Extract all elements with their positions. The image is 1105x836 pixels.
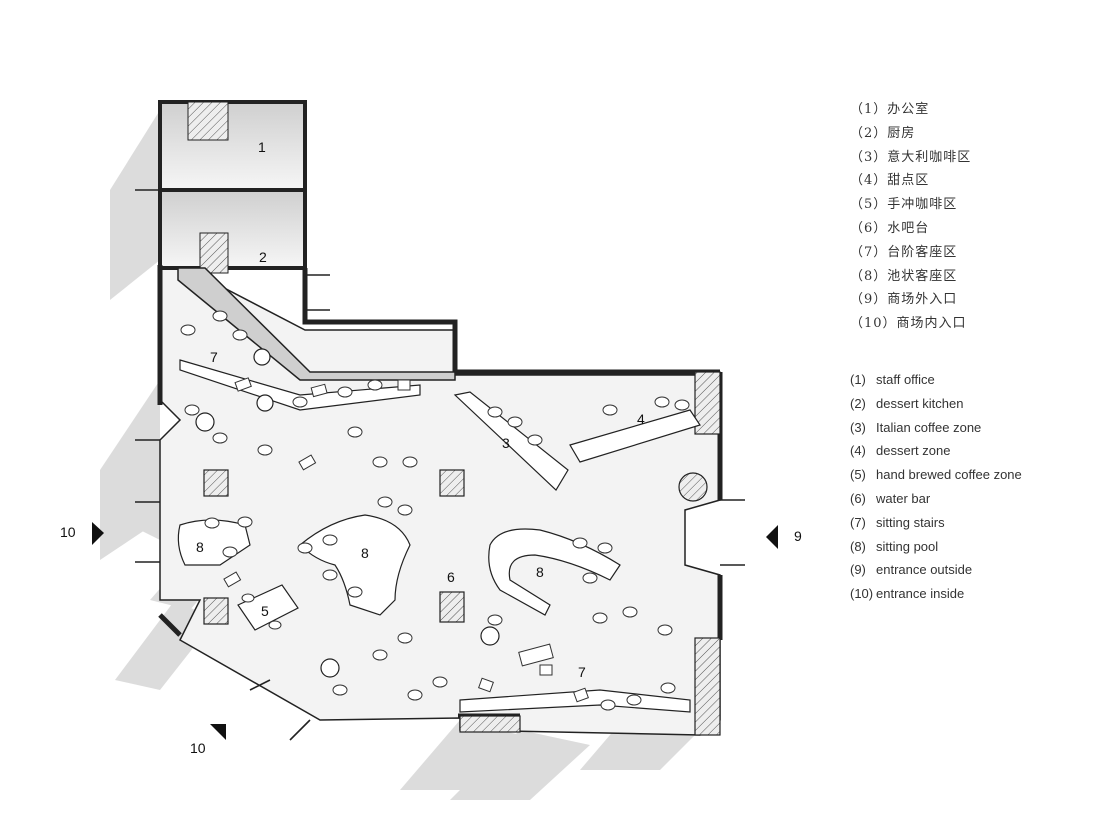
zone-label-pool-right: 8 <box>536 564 544 580</box>
legend-cn-item: （3）意大利咖啡区 <box>850 149 972 165</box>
legend-en-item: (3)Italian coffee zone <box>850 419 982 435</box>
columns <box>203 371 721 736</box>
legend-en-item: (9)entrance outside <box>850 562 973 578</box>
entrance-arrow-outside-right <box>766 525 778 549</box>
legend-cn-item: （5）手冲咖啡区 <box>850 197 958 213</box>
legend-cn-item: （8）池状客座区 <box>850 268 958 284</box>
legend-cn-item: （6）水吧台 <box>850 220 930 236</box>
legend-chinese: （1）办公室 （2）厨房 （3）意大利咖啡区 （4）甜点区 （5）手冲咖啡区 （… <box>850 98 971 336</box>
floor-plan: 1 2 3 4 5 6 7 7 8 8 8 9 10 10 <box>60 100 802 800</box>
legend-cn-item: （10）商场内入口 <box>850 316 967 332</box>
legend-cn-item: （4）甜点区 <box>850 173 930 189</box>
office-room <box>158 100 307 192</box>
legend-cn-item: （2）厨房 <box>850 125 916 141</box>
zone-labels: 1 2 3 4 5 6 7 7 8 8 8 9 10 10 <box>60 139 802 756</box>
legend-en-item: (8)sitting pool <box>850 538 939 554</box>
legend-en-item: (7)sitting stairs <box>850 514 945 530</box>
entrance-arrow-inside-left <box>92 522 104 545</box>
people-figures <box>180 310 690 711</box>
zone-label-pool-center: 8 <box>361 545 369 561</box>
stair-wall-diagonal <box>177 267 456 381</box>
zone-label-hand-brewed: 5 <box>261 603 269 619</box>
entrance-lines <box>135 189 745 741</box>
zone-label-dessert: 4 <box>637 411 645 427</box>
zone-label-stairs-lower: 7 <box>578 664 586 680</box>
legend-en-item: (10)entrance inside <box>850 586 965 602</box>
entrance-label-inside-left: 10 <box>60 524 76 540</box>
legend-en-item: (1)staff office <box>850 372 935 387</box>
legend-en-item: (6)water bar <box>850 490 931 506</box>
zone-label-office: 1 <box>258 139 266 155</box>
entrance-label-outside: 9 <box>794 528 802 544</box>
legend-en-item: (4)dessert zone <box>850 443 951 459</box>
main-floor <box>159 264 721 736</box>
kitchen-room <box>158 188 307 274</box>
legend-en-item: (2)dessert kitchen <box>850 395 964 411</box>
legend-cn-item: （7）台阶客座区 <box>850 244 958 260</box>
chairs <box>223 377 589 703</box>
tables <box>195 348 708 678</box>
legend-english: (1)staff office (2)dessert kitchen (3)It… <box>850 368 1022 606</box>
legend-cn-item: （1）办公室 <box>850 102 930 117</box>
legend-en-item: (5)hand brewed coffee zone <box>850 467 1022 483</box>
zone-label-water-bar: 6 <box>447 569 455 585</box>
walls <box>157 265 723 719</box>
zone-label-italian-coffee: 3 <box>502 435 510 451</box>
entrance-arrow-inside-bottom <box>210 724 226 740</box>
zone-label-stairs-upper: 7 <box>210 349 218 365</box>
entrance-label-inside-bottom: 10 <box>190 740 206 756</box>
zone-label-kitchen: 2 <box>259 249 267 265</box>
zone-label-pool-left: 8 <box>196 539 204 555</box>
legend-cn-item: （9）商场外入口 <box>850 292 958 308</box>
